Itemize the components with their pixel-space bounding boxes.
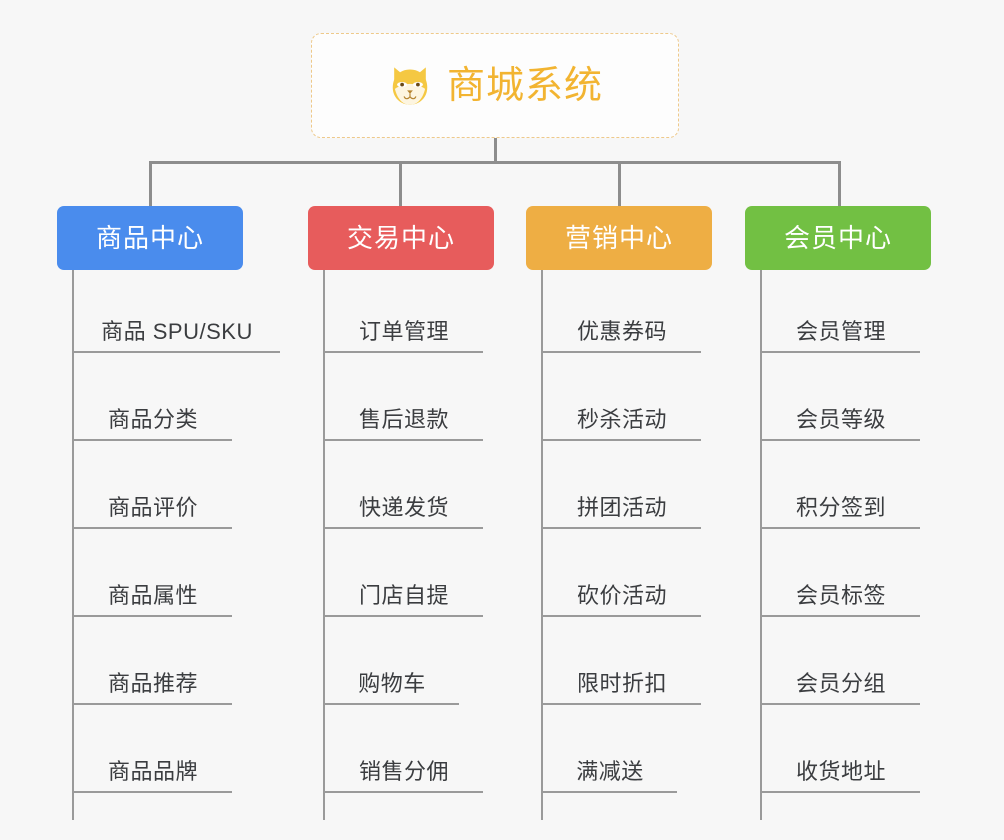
connector-horizontal-bus (149, 161, 841, 164)
category-card-会员中心[interactable]: 会员中心 (745, 206, 931, 270)
leaf-item[interactable]: 优惠券码 (543, 270, 701, 353)
leaf-label: 积分签到 (795, 494, 886, 520)
leaf-label: 商品评价 (107, 494, 198, 520)
connector-drop-4 (838, 161, 841, 207)
leaf-item[interactable]: 销售分佣 (325, 710, 483, 793)
leaf-item[interactable]: 秒杀活动 (543, 358, 701, 441)
leaf-label: 商品 SPU/SKU (101, 318, 253, 344)
leaf-item[interactable]: 商品品牌 (74, 710, 232, 793)
category-card-营销中心[interactable]: 营销中心 (526, 206, 712, 270)
leaf-label: 拼团活动 (576, 494, 667, 520)
leaf-label: 售后退款 (358, 406, 449, 432)
shiba-dog-face-icon (392, 66, 428, 105)
leaf-item[interactable]: 快递发货 (325, 446, 483, 529)
leaf-label: 商品品牌 (107, 758, 198, 784)
leaf-label: 砍价活动 (576, 582, 667, 608)
leaf-label: 会员管理 (795, 318, 886, 344)
column-spine (541, 270, 543, 820)
leaf-item[interactable]: 会员管理 (762, 270, 920, 353)
root-node-商城系统[interactable]: 商城系统 (311, 33, 679, 138)
leaf-label: 会员分组 (795, 670, 886, 696)
category-card-交易中心[interactable]: 交易中心 (308, 206, 494, 270)
leaf-label: 会员标签 (795, 582, 886, 608)
leaf-label: 销售分佣 (358, 758, 449, 784)
connector-root-stub (494, 138, 497, 163)
leaf-item[interactable]: 门店自提 (325, 534, 483, 617)
column-spine (760, 270, 762, 820)
leaf-label: 快递发货 (358, 494, 449, 520)
leaf-item[interactable]: 购物车 (325, 622, 459, 705)
leaf-item[interactable]: 商品评价 (74, 446, 232, 529)
category-card-商品中心[interactable]: 商品中心 (57, 206, 243, 270)
root-node-label: 商城系统 (446, 64, 603, 107)
leaf-item[interactable]: 商品属性 (74, 534, 232, 617)
column-spine (72, 270, 74, 820)
leaf-item[interactable]: 砍价活动 (543, 534, 701, 617)
leaf-label: 会员等级 (795, 406, 886, 432)
connector-drop-2 (399, 161, 402, 207)
leaf-label: 满减送 (576, 758, 644, 784)
leaf-label: 购物车 (358, 670, 426, 696)
leaf-item[interactable]: 会员等级 (762, 358, 920, 441)
leaf-item[interactable]: 会员分组 (762, 622, 920, 705)
leaf-label: 秒杀活动 (576, 406, 667, 432)
leaf-item[interactable]: 商品分类 (74, 358, 232, 441)
leaf-item[interactable]: 商品推荐 (74, 622, 232, 705)
leaf-label: 订单管理 (358, 318, 449, 344)
connector-drop-3 (618, 161, 621, 207)
category-label: 营销中心 (564, 223, 673, 253)
column-spine (323, 270, 325, 820)
leaf-item[interactable]: 满减送 (543, 710, 677, 793)
leaf-item[interactable]: 会员标签 (762, 534, 920, 617)
leaf-label: 收货地址 (795, 758, 886, 784)
leaf-item[interactable]: 商品 SPU/SKU (74, 270, 280, 353)
leaf-item[interactable]: 收货地址 (762, 710, 920, 793)
leaf-label: 优惠券码 (576, 318, 667, 344)
connector-drop-1 (149, 161, 152, 207)
leaf-label: 商品分类 (107, 406, 198, 432)
category-label: 会员中心 (783, 223, 892, 253)
category-label: 交易中心 (346, 223, 455, 253)
leaf-item[interactable]: 订单管理 (325, 270, 483, 353)
leaf-label: 商品属性 (107, 582, 198, 608)
leaf-label: 门店自提 (358, 582, 449, 608)
leaf-label: 商品推荐 (107, 670, 198, 696)
leaf-item[interactable]: 拼团活动 (543, 446, 701, 529)
leaf-item[interactable]: 售后退款 (325, 358, 483, 441)
leaf-item[interactable]: 积分签到 (762, 446, 920, 529)
leaf-item[interactable]: 限时折扣 (543, 622, 701, 705)
category-label: 商品中心 (95, 223, 204, 253)
leaf-label: 限时折扣 (576, 670, 667, 696)
